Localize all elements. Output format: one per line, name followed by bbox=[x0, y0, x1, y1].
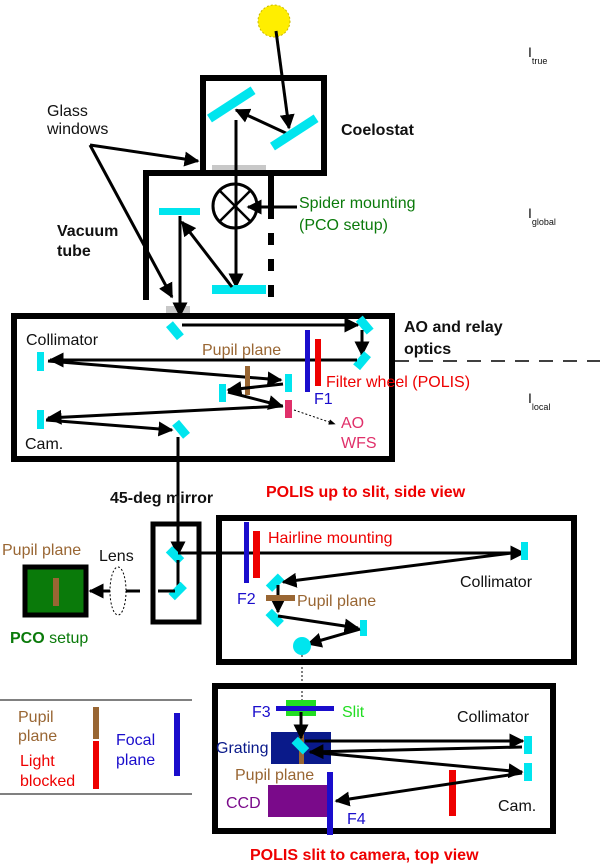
beam bbox=[47, 359, 283, 387]
beam bbox=[277, 614, 360, 634]
focal-plane-f3 bbox=[276, 706, 334, 711]
label-f4: F4 bbox=[347, 811, 366, 828]
beam bbox=[308, 744, 523, 760]
label-pupil-plane-bot: Pupil plane bbox=[235, 767, 314, 784]
grating-mirror bbox=[291, 736, 310, 755]
camera-mirror-top bbox=[37, 410, 44, 429]
label-pupil-plane-ao: Pupil plane bbox=[202, 342, 281, 359]
label-grating: Grating bbox=[216, 740, 268, 757]
beam bbox=[45, 418, 174, 437]
sun-icon bbox=[257, 4, 291, 38]
beam bbox=[180, 220, 234, 288]
collimator-mirror-top bbox=[37, 352, 44, 371]
mirror-45-box bbox=[150, 521, 202, 625]
glass-pointer bbox=[88, 144, 174, 299]
polis-spherical-mirror bbox=[293, 637, 311, 655]
vacuum-mirror-top bbox=[159, 208, 200, 215]
vacuum-mirror-bottom bbox=[212, 285, 266, 294]
pco-pupil-plane bbox=[53, 578, 59, 606]
label-pupil-plane-mid: Pupil plane bbox=[297, 593, 376, 610]
polis-top-box bbox=[212, 683, 556, 834]
camera-mirror-bot bbox=[524, 763, 532, 781]
ao-mirror-left bbox=[219, 384, 226, 402]
coelostat-mirror-2 bbox=[270, 114, 319, 151]
mirror-45-bottom bbox=[168, 581, 187, 601]
label-ccd: CCD bbox=[226, 795, 261, 812]
label-collimator-top: Collimator bbox=[26, 332, 99, 349]
focal-plane-f2 bbox=[244, 522, 249, 583]
legend-blocked-swatch bbox=[93, 741, 99, 789]
collimator-mirror-bot bbox=[524, 736, 532, 754]
collimator-mirror-mid bbox=[521, 542, 528, 560]
relay-mirror-1 bbox=[355, 315, 374, 335]
intensity-local: Ilocal bbox=[528, 390, 550, 412]
label-filter-wheel: Filter wheel (POLIS) bbox=[326, 374, 470, 391]
label-lens: Lens bbox=[99, 548, 134, 565]
polis-fold-mirror-1 bbox=[265, 573, 285, 592]
beam bbox=[234, 108, 291, 137]
label-hairline-mounting: Hairline mounting bbox=[268, 530, 393, 547]
beam bbox=[227, 390, 284, 410]
title-polis-top-view: POLIS slit to camera, top view bbox=[250, 847, 479, 864]
relay-mirror-2 bbox=[353, 351, 371, 371]
beam bbox=[306, 627, 361, 648]
ao-pickoff-mirror bbox=[166, 321, 184, 341]
label-45-deg-mirror: 45-deg mirror bbox=[110, 490, 213, 507]
beam bbox=[46, 404, 284, 425]
label-pco-setup: PCO setup bbox=[10, 630, 88, 647]
label-cam-bot: Cam. bbox=[498, 798, 536, 815]
beam bbox=[309, 750, 524, 779]
mirror-45-top bbox=[165, 546, 185, 565]
legend-focal-swatch bbox=[174, 713, 180, 776]
ao-mirror-right bbox=[285, 374, 292, 392]
light-blocker-bot bbox=[449, 770, 456, 816]
ao-relay-box bbox=[11, 313, 395, 462]
ao-wfs-beamsplitter bbox=[285, 400, 292, 418]
focal-plane-f4 bbox=[327, 772, 333, 835]
label-coelostat: Coelostat bbox=[341, 122, 415, 139]
title-polis-side-view: POLIS up to slit, side view bbox=[266, 484, 466, 501]
legend-pupil-swatch bbox=[93, 707, 99, 739]
label-f3: F3 bbox=[252, 704, 271, 721]
beam bbox=[274, 30, 295, 130]
polis-side-box bbox=[216, 515, 577, 665]
pupil-plane-ao bbox=[245, 366, 250, 395]
wfs-path bbox=[293, 409, 336, 425]
pco-camera-box bbox=[22, 564, 89, 618]
glass-pointer bbox=[89, 143, 200, 167]
focal-plane-f1 bbox=[305, 330, 310, 392]
filter-wheel-blocker bbox=[315, 339, 321, 386]
hairline-blocker bbox=[253, 531, 260, 578]
label-cam-top: Cam. bbox=[25, 436, 63, 453]
ao-fold-mirror bbox=[172, 419, 190, 439]
label-slit: Slit bbox=[342, 704, 365, 721]
label-collimator-mid: Collimator bbox=[460, 574, 533, 591]
coelostat-mirror-1 bbox=[207, 86, 256, 123]
label-f2: F2 bbox=[237, 591, 256, 608]
beam bbox=[334, 771, 523, 807]
ccd-detector bbox=[268, 785, 328, 817]
beam bbox=[226, 381, 284, 396]
intensity-true: Itrue bbox=[528, 44, 547, 66]
lens-icon bbox=[109, 566, 127, 616]
polis-fold-mirror-2 bbox=[265, 608, 284, 628]
label-collimator-bot: Collimator bbox=[457, 709, 530, 726]
beam bbox=[281, 550, 521, 588]
label-spider-mounting: Spider mounting(PCO setup) bbox=[299, 195, 416, 234]
pupil-plane-mid bbox=[266, 595, 295, 601]
polis-mirror-small bbox=[360, 620, 367, 636]
label-pupil-plane-pco: Pupil plane bbox=[2, 542, 81, 559]
label-f1: F1 bbox=[314, 391, 333, 408]
intensity-global: Iglobal bbox=[528, 205, 556, 227]
